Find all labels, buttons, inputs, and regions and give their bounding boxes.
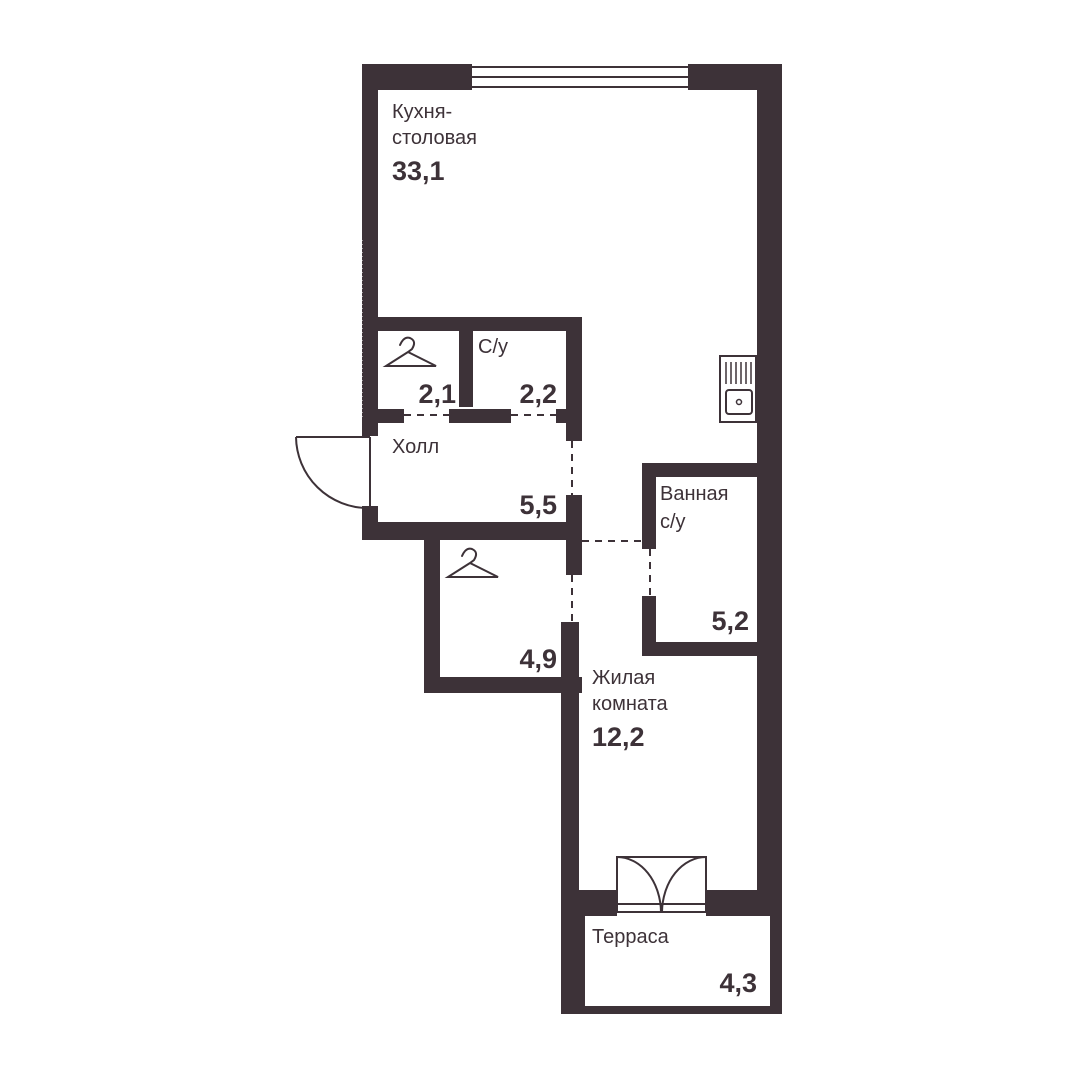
kitchen-left-wall [362,64,378,434]
hanger-icon [444,547,499,578]
window-icon [472,66,688,88]
terrace-area: 4,3 [719,968,757,998]
bathroom-name-line2: с/у [660,511,686,533]
wardrobe-bottom-left-wall [424,535,440,693]
wardrobe-top-area: 2,1 [418,379,456,409]
top-wall-left [362,64,472,90]
kitchen-area: 33,1 [392,156,445,186]
living-name-line1: Жилая [592,667,655,689]
living-area: 12,2 [592,722,645,752]
hall-right-wall-stub [566,535,582,575]
wc-stub-right [556,409,582,423]
terrace-bottom-wall [561,1006,782,1014]
wardrobe-stub-mid [449,409,511,423]
hall-bottom-wall [362,522,582,540]
sink-icon [719,355,757,423]
door-openings [404,414,651,622]
bathroom-left-wall-upper [642,463,656,549]
kitchen-name-line1: Кухня- [392,101,452,123]
living-name-line2: комната [592,693,669,715]
hall-area: 5,5 [519,490,557,520]
wc-name: С/у [478,336,508,358]
entrance-door-icon [295,436,371,509]
bathroom-top-wall [642,463,782,477]
wardrobe-bottom-base-wall [424,677,582,693]
hall-right-wall-lower [566,495,582,540]
terrace-right-wall [770,900,782,1010]
terrace-left-wall [561,900,585,1014]
wardrobe-stub-left [362,409,404,423]
bathroom-bottom-wall [642,642,782,656]
wardrobe-wc-wall [459,317,473,407]
living-left-wall [561,622,579,912]
hanger-icon [382,336,437,367]
living-bottom-wall-right [706,890,782,916]
terrace-name: Терраса [592,926,670,948]
right-exterior-wall [757,64,782,916]
wardrobe-bottom-area: 4,9 [519,644,557,674]
walls [362,64,782,1014]
hall-name: Холл [392,436,439,458]
hall-jamb-top [362,420,378,436]
bathroom-area: 5,2 [711,606,749,636]
bathroom-name-line1: Ванная [660,483,729,505]
kitchen-name-line2: столовая [392,127,477,149]
balcony-door-icon [616,856,707,913]
wc-area: 2,2 [519,379,557,409]
bathroom-left-wall-lower [642,596,656,656]
